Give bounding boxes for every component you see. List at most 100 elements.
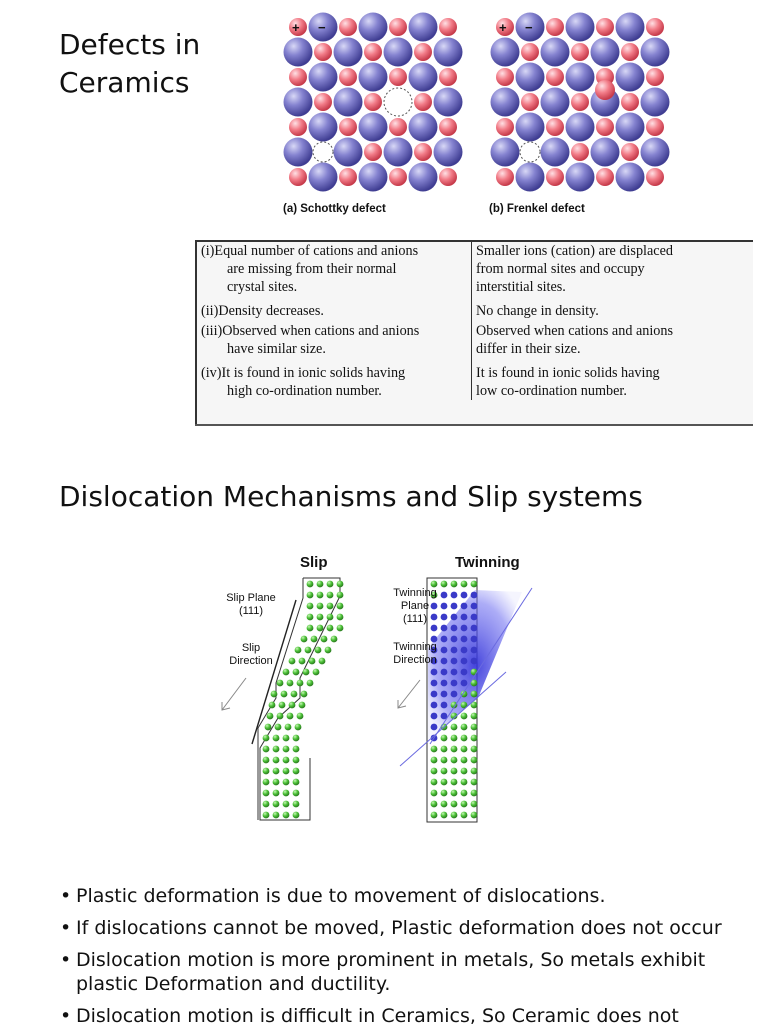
twinning-direction-label: Twinning Direction (393, 641, 437, 666)
cation (490, 87, 520, 117)
twinned-atom (450, 613, 458, 621)
twinning-title: Twinning (455, 554, 520, 571)
cation (490, 137, 520, 167)
slip-atom (310, 635, 318, 643)
vacancy (519, 141, 541, 163)
twin-atom (460, 800, 468, 808)
cation (308, 112, 338, 142)
cation (640, 87, 670, 117)
schottky-caption: (a) Schottky defect (283, 203, 386, 215)
twin-atom (430, 591, 438, 599)
twin-atom (430, 756, 438, 764)
anion (646, 118, 664, 136)
cation (615, 62, 645, 92)
cation (283, 137, 313, 167)
twin-atom (460, 723, 468, 731)
twinned-atom (440, 602, 448, 610)
twinned-atom (430, 635, 438, 643)
slip-atom (336, 591, 344, 599)
twin-atom (430, 767, 438, 775)
cell-line: are missing from their normal (227, 261, 397, 277)
cation (308, 62, 338, 92)
anion (414, 143, 432, 161)
twin-atom (470, 701, 478, 709)
slip-atom (288, 657, 296, 665)
slip-atom (306, 602, 314, 610)
twinned-atom (470, 624, 478, 632)
cell-line: low co-ordination number. (476, 383, 627, 399)
slip-arrow-head (221, 702, 231, 711)
slip-atom (336, 602, 344, 610)
bullet-item: Dislocation motion is difficult in Ceram… (60, 1004, 760, 1028)
cation (408, 12, 438, 42)
slip-atom (292, 668, 300, 676)
slip-atom (306, 591, 314, 599)
frenkel-cell: No change in density. (472, 296, 754, 320)
slip-atom (292, 800, 300, 808)
twin-atom (450, 800, 458, 808)
frenkel-caption: (b) Frenkel defect (489, 203, 585, 215)
slip-atom (282, 778, 290, 786)
row-number: (iii) (201, 323, 223, 339)
twin-atom (460, 745, 468, 753)
anion (389, 18, 407, 36)
twin-atom (440, 734, 448, 742)
slip-atom (272, 800, 280, 808)
twin-atom (450, 778, 458, 786)
slip-atom (262, 734, 270, 742)
anion (364, 143, 382, 161)
anion (571, 93, 589, 111)
twinned-atom (430, 701, 438, 709)
slip-atom (300, 690, 308, 698)
slip-atom (282, 745, 290, 753)
slip-atom (306, 580, 314, 588)
twin-atom (470, 800, 478, 808)
twinned-atom (460, 591, 468, 599)
slip-atom (316, 624, 324, 632)
frenkel-lattice: +− (490, 12, 670, 192)
slip-atom (262, 756, 270, 764)
cation (308, 12, 338, 42)
slip-atom (282, 800, 290, 808)
anion (646, 68, 664, 86)
cation (615, 112, 645, 142)
twinned-atom (470, 602, 478, 610)
twin-atom (440, 745, 448, 753)
cation (358, 12, 388, 42)
cation (490, 37, 520, 67)
slip-atom (276, 679, 284, 687)
plus-sign: + (499, 20, 507, 35)
twinned-atom (430, 646, 438, 654)
plus-sign: + (292, 20, 300, 35)
anion (621, 93, 639, 111)
cation (565, 112, 595, 142)
twin-atom (440, 767, 448, 775)
twinned-atom (450, 635, 458, 643)
slip-atom (286, 679, 294, 687)
vacancy (383, 87, 413, 117)
cation (283, 87, 313, 117)
twinned-atom (470, 613, 478, 621)
slip-atom (266, 712, 274, 720)
twin-atom (470, 690, 478, 698)
anion (289, 118, 307, 136)
twin-atom (460, 811, 468, 819)
anion (646, 168, 664, 186)
twin-atom (460, 580, 468, 588)
slip-atom (262, 745, 270, 753)
twin-arrow-head (397, 700, 407, 709)
slip-atom (298, 657, 306, 665)
slip-atom (326, 602, 334, 610)
cell-line: differ in their size. (476, 341, 581, 357)
cation (640, 37, 670, 67)
twin-atom (450, 712, 458, 720)
twinned-atom (440, 679, 448, 687)
anion (621, 143, 639, 161)
twin-plane-line (429, 587, 533, 745)
slip-atom (326, 613, 334, 621)
cell-line: (iii) Observed when cations and anions (201, 323, 420, 339)
anion (621, 43, 639, 61)
anion (439, 118, 457, 136)
